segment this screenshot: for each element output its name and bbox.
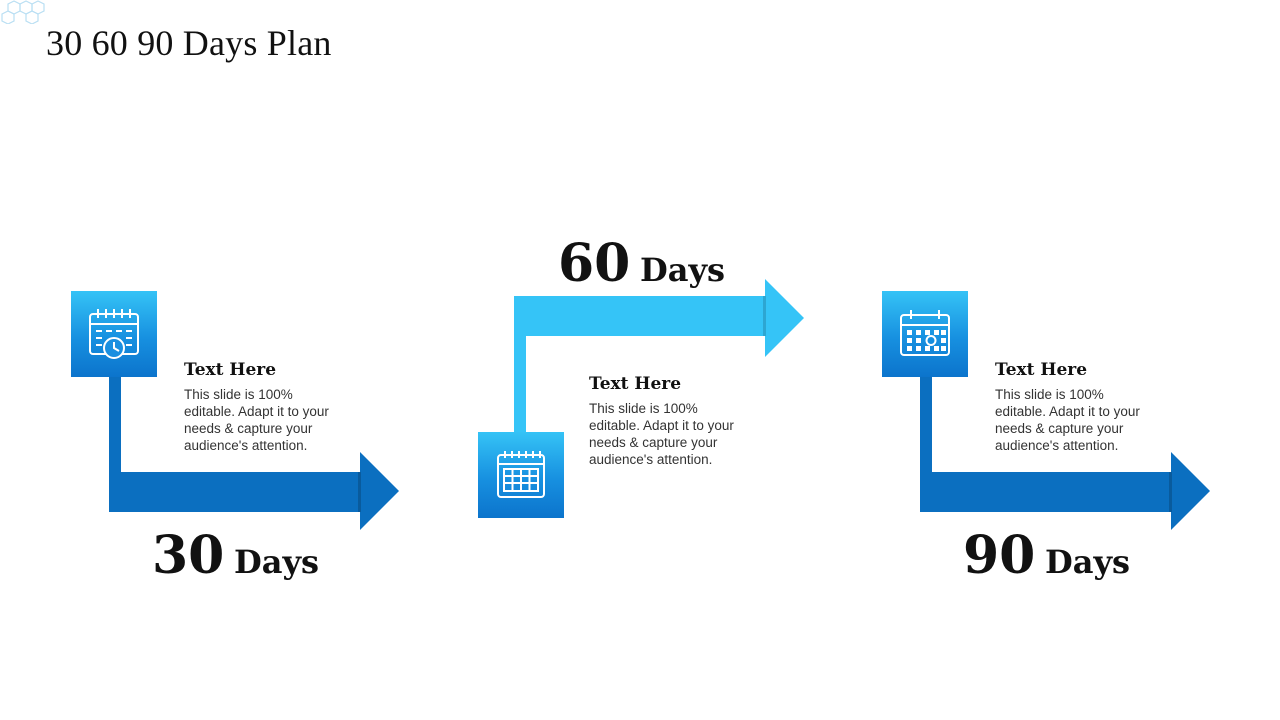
stage-60-label: 60 Days <box>558 238 725 290</box>
stage-30-vertical-bar <box>109 374 121 474</box>
stage-90-number: 90 <box>963 525 1036 586</box>
stage-60-arrowhead <box>765 279 804 357</box>
stage-60-heading: Text Here <box>589 374 682 394</box>
stage-60-icon-box <box>478 432 564 518</box>
stage-30-horizontal-bar <box>109 472 362 512</box>
slide-title: 30 60 90 Days Plan <box>46 23 332 63</box>
stage-30-number: 30 <box>152 525 225 586</box>
stage-30-text: Text Here This slide is 100% editable. A… <box>184 360 342 454</box>
stage-90-arrowhead <box>1171 452 1210 530</box>
stage-90-horizontal-bar <box>920 472 1173 512</box>
stage-60-number: 60 <box>558 233 631 294</box>
stage-90-heading: Text Here <box>995 360 1088 380</box>
calendar-clock-icon <box>89 309 139 359</box>
stage-30-arrowhead <box>360 452 399 530</box>
stage-90-body: This slide is 100% editable. Adapt it to… <box>995 387 1140 453</box>
calendar-icon <box>900 310 950 356</box>
stage-60-text: Text Here This slide is 100% editable. A… <box>589 374 747 468</box>
calendar-grid-icon <box>497 451 545 498</box>
stage-90-icon-box <box>882 291 968 377</box>
stage-60-horizontal-bar <box>514 296 766 336</box>
stage-90-text: Text Here This slide is 100% editable. A… <box>995 360 1153 454</box>
stage-30-icon-box <box>71 291 157 377</box>
stage-90-label: 90 Days <box>963 530 1130 582</box>
stage-90-unit: Days <box>1044 543 1131 581</box>
stage-90-vertical-bar <box>920 374 932 474</box>
stage-30-heading: Text Here <box>184 360 277 380</box>
stage-30-body: This slide is 100% editable. Adapt it to… <box>184 387 329 453</box>
stage-30-unit: Days <box>233 543 320 581</box>
stage-60-body: This slide is 100% editable. Adapt it to… <box>589 401 734 467</box>
hexagon-decoration <box>1 0 45 24</box>
stage-30-label: 30 Days <box>152 530 319 582</box>
stage-60-unit: Days <box>639 251 726 289</box>
